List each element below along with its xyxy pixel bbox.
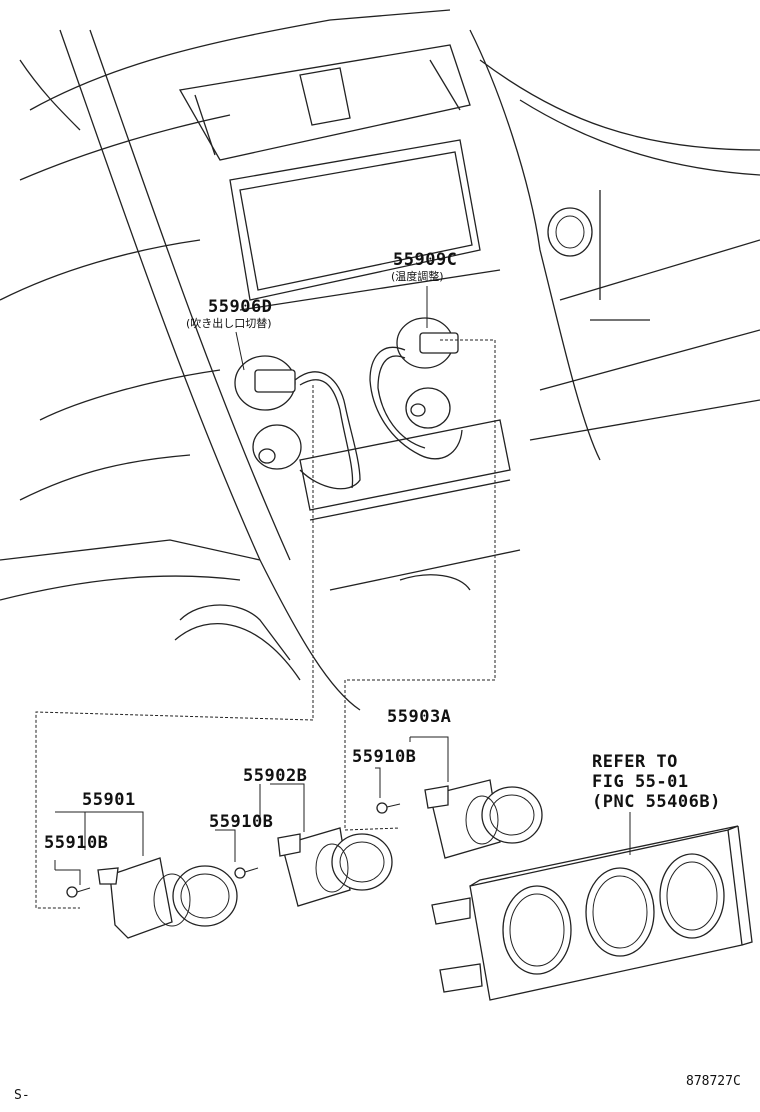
callout-55906d: 55906D <box>208 297 273 317</box>
callout-55903a: 55903A <box>387 707 452 727</box>
callout-55909c: 55909C <box>393 250 458 270</box>
part-55901-knob <box>66 857 238 939</box>
callout-55902b: 55902B <box>243 766 308 786</box>
installed-knobs <box>234 317 463 490</box>
top-leaders <box>235 286 428 371</box>
callout-55901: 55901 <box>82 790 136 810</box>
dashed-connectors <box>35 339 496 909</box>
footer-left-code: S- <box>14 1088 30 1103</box>
callout-55910b-lower: 55910B <box>44 833 109 853</box>
refer-line-1: REFER TO <box>592 752 678 772</box>
callout-55909c-note: (温度調整) <box>391 270 444 283</box>
callout-55910b-middle: 55910B <box>209 812 274 832</box>
refer-line-2: FIG 55-01 <box>592 772 689 792</box>
part-55902b-knob <box>234 827 393 907</box>
part-55903a-knob <box>376 779 543 859</box>
refer-line-3: (PNC 55406B) <box>592 792 721 812</box>
figure-code: 878727C <box>686 1074 741 1089</box>
dashboard-illustration <box>0 9 760 711</box>
bracket-leaders <box>54 736 449 885</box>
control-panel-bezel <box>431 812 753 1001</box>
callout-55906d-note: (吹き出し口切替) <box>186 317 272 330</box>
callout-55910b-upper: 55910B <box>352 747 417 767</box>
